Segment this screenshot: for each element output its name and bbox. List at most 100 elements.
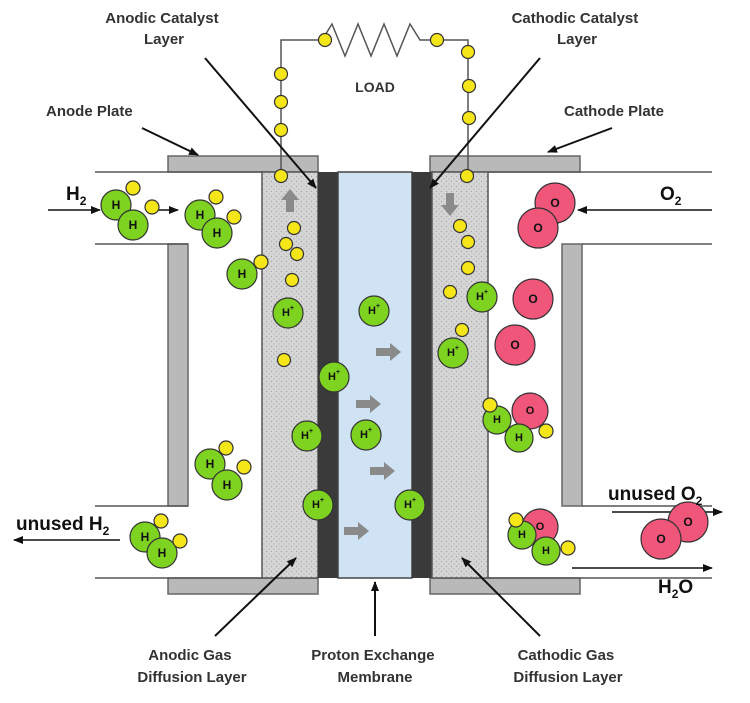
electron [460,260,476,276]
unused-oxygen-molecule: OO [640,501,709,560]
hydrogen-atom-symbol: H [129,218,138,232]
electron [454,322,470,338]
cathodic-catalyst-layer [412,172,432,578]
proton-symbol: H+ [328,368,340,383]
electron [317,32,333,48]
hydrogen-atom [201,217,233,249]
unused-h2-label: unused H2 [16,514,110,538]
electron [278,236,294,252]
electron [208,189,224,205]
oxygen-atom [640,518,682,560]
proton-flow-arrow [344,522,369,540]
electron [284,272,300,288]
proton-flow-arrow [370,462,395,480]
oxygen-atom-symbol: O [683,515,692,529]
proton-symbol: H+ [360,426,372,441]
hydrogen-atom [146,537,178,569]
hydrogen-molecule: HH [184,189,242,249]
hydrogen-atom-symbol: H [518,529,526,541]
hydrogen-atom-symbol: H [206,457,215,471]
electron [538,423,554,439]
hydrogen-atom [117,209,149,241]
oxygen-atom [494,324,536,366]
proton [358,295,390,327]
hydrogen-atom-symbol: H [158,546,167,560]
cathode-plate-top [429,155,581,173]
h2o-outlet-label: H2O [658,577,693,601]
proton-symbol: H+ [301,427,313,442]
electron [452,218,468,234]
hydrogen-atom-symbol: H [223,478,232,492]
load-label: LOAD [355,79,395,95]
electron [460,44,476,60]
electron [286,220,302,236]
pointer-arrow [429,57,541,189]
electron [560,540,576,556]
electron-down-arrow [441,193,459,216]
hydrogen-atom-symbol: H [542,545,550,557]
cathode-plate-side [561,243,583,507]
electron [461,78,477,94]
proton-symbol: H+ [368,302,380,317]
electron [236,459,252,475]
electron [429,32,445,48]
anodic-gdl-label: Anodic Gas Diffusion Layer [137,647,246,686]
external-circuit-wire [280,22,469,178]
electron [273,94,289,110]
oxygen-atom-symbol: O [526,405,535,417]
hydrogen-atom-symbol: H [141,530,150,544]
oxygen-atom-symbol: O [528,292,537,306]
anode-plate-side [167,243,189,507]
cathode-plate-label: Cathode Plate [564,103,664,120]
pointer-arrow [547,127,613,153]
cathodic-gdl-label: Cathodic Gas Diffusion Layer [513,647,622,686]
cathode-plate-bottom [429,577,581,595]
water-formation-cluster: OHH [482,392,554,453]
electron [253,254,269,270]
electron [460,234,476,250]
electron [218,440,234,456]
hydrogen-atom-symbol: H [213,226,222,240]
proton [302,489,334,521]
hydrogen-atom-symbol: H [238,267,247,281]
proton [272,297,304,329]
electron [125,180,141,196]
h2-inlet-label: H2 [66,184,87,208]
unused-o2-label: unused O2 [608,484,703,508]
proton [318,361,350,393]
proton-symbol: H+ [476,288,488,303]
electron [461,110,477,126]
proton [466,281,498,313]
hydrogen-atom [531,536,561,566]
electron [482,397,498,413]
hydrogen-atom-symbol: H [112,198,121,212]
hydrogen-atom [211,469,243,501]
electron [508,512,524,528]
electron [273,66,289,82]
electron [289,246,305,262]
proton-flow-arrow [376,343,401,361]
proton-symbol: H+ [447,344,459,359]
proton-flow-arrow [356,395,381,413]
pointer-arrow [204,57,317,189]
hydrogen-atom [194,448,226,480]
oxygen-atom-symbol: O [510,338,519,352]
electron [172,533,188,549]
proton [437,337,469,369]
water-formation-cluster: OH H [507,508,576,566]
oxygen-atom-symbol: O [656,532,665,546]
hydrogen-molecule: HH [194,440,252,501]
hydrogen-atom-symbol: H [196,208,205,222]
oxygen-atom [512,278,554,320]
hydrogen-atom [226,258,258,290]
oxygen-atom [517,207,559,249]
pointer-arrow [214,557,297,637]
hydrogen-molecule: HH [129,513,188,569]
anode-plate-label: Anode Plate [46,103,133,120]
hydrogen-atom [100,189,132,221]
oxygen-atom-symbol: O [550,196,559,210]
cathodic-gas-diffusion-layer [431,171,489,579]
oxygen-atom-symbol: O [536,521,545,533]
